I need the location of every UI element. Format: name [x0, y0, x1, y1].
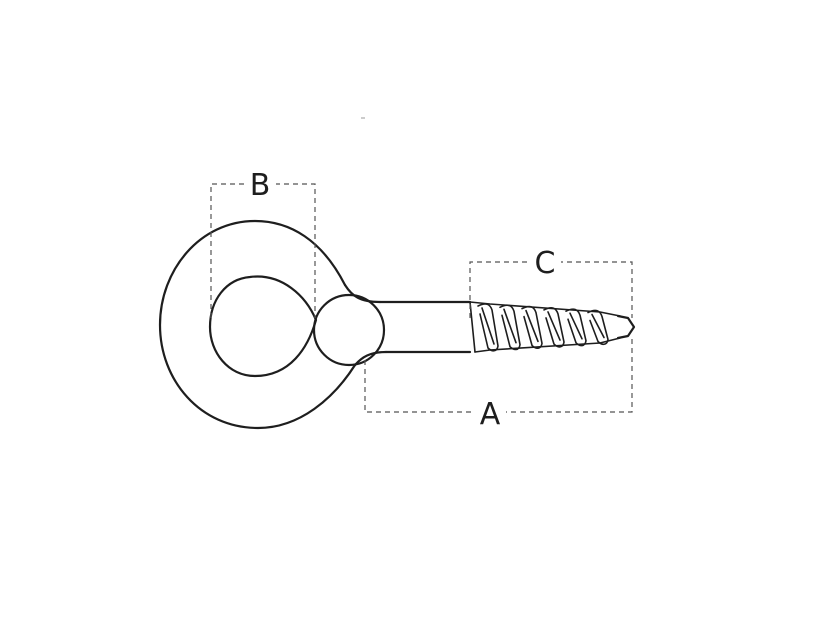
screw-thread — [469, 301, 636, 353]
thread-crest — [543, 307, 565, 348]
eye-inner-hole — [208, 275, 318, 378]
dimension-b-label: B — [250, 168, 271, 203]
dimension-b: B — [210, 166, 316, 318]
thread-back-line — [569, 312, 583, 340]
screw-shank — [378, 300, 476, 354]
thread-crest — [521, 305, 543, 349]
screw-tip — [616, 314, 636, 340]
eye-neck-top — [343, 283, 382, 304]
thread-back-line — [525, 309, 539, 343]
screw-eye-loop — [158, 219, 388, 430]
thread-back-line — [481, 307, 495, 345]
eye-outer-contour — [158, 219, 357, 430]
dimension-c-label: C — [535, 246, 556, 281]
shank-thread-start-line — [469, 301, 476, 353]
dimension-a: A — [364, 338, 633, 432]
dimension-a-line — [364, 338, 633, 413]
dimension-a-label: A — [480, 397, 501, 432]
thread-crest — [499, 304, 521, 351]
dimension-b-line — [210, 183, 316, 318]
thread-root-bottom — [474, 337, 621, 353]
eye-ball-knob — [312, 293, 386, 367]
thread-back-line — [591, 313, 605, 339]
thread-root-top — [469, 301, 621, 317]
dimension-c: C — [469, 244, 633, 318]
thread-back-line — [547, 311, 561, 341]
thread-crest — [477, 303, 499, 352]
thread-back-line — [503, 308, 517, 344]
thread-crest — [587, 309, 609, 346]
thread-crest — [565, 308, 587, 347]
